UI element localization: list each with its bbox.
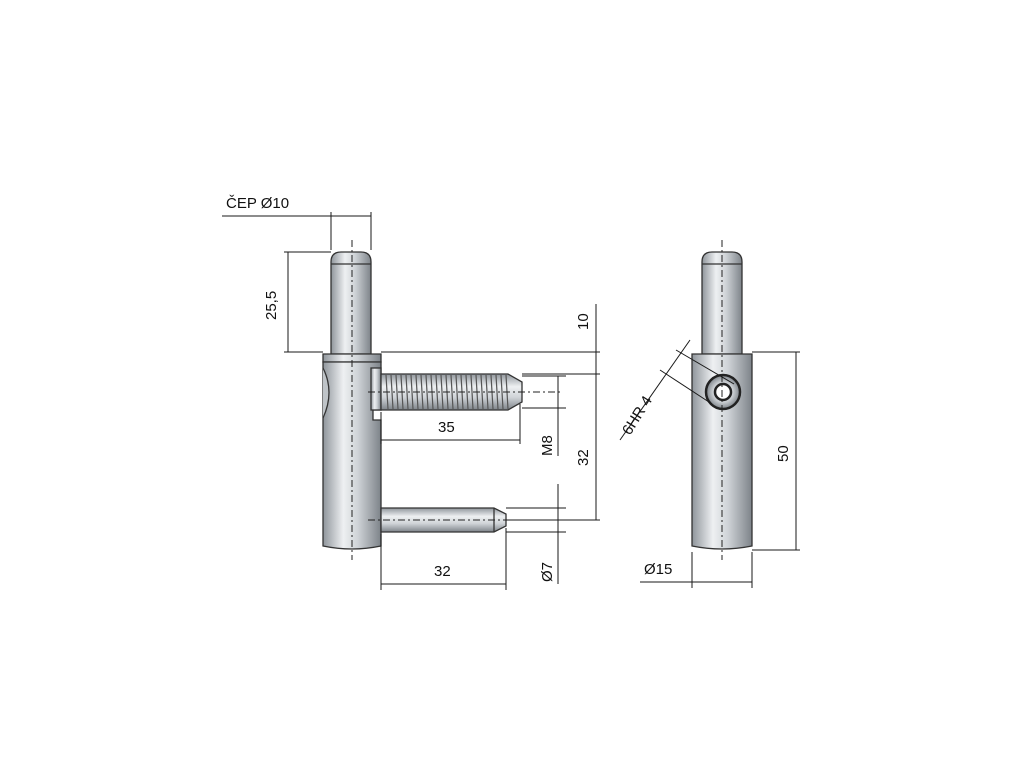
- hex-socket-label: 6HR 4: [619, 393, 656, 438]
- thread-line: [485, 374, 489, 410]
- thread-line: [465, 374, 469, 410]
- top-pin: [330, 251, 372, 355]
- body-notch: [322, 367, 330, 419]
- thread-line: [435, 374, 439, 410]
- thread-length-label: 35: [438, 419, 455, 436]
- thread-line: [420, 374, 424, 410]
- thread-line: [395, 374, 399, 410]
- thread-line: [450, 374, 454, 410]
- body-diameter-label: Ø15: [644, 561, 672, 578]
- thread-line: [440, 374, 444, 410]
- front-view: [322, 240, 560, 560]
- side-view: [691, 240, 753, 560]
- bolt-head: [370, 367, 382, 411]
- body-height-label: 50: [775, 445, 792, 462]
- thread-line: [470, 374, 474, 410]
- bolt-threads: [385, 374, 509, 410]
- thread-line: [425, 374, 429, 410]
- thread-size-label: M8: [539, 435, 556, 456]
- thread-line: [500, 374, 504, 410]
- thread-line: [455, 374, 459, 410]
- gap-height-label: 10: [575, 313, 592, 330]
- thread-line: [480, 374, 484, 410]
- thread-line: [405, 374, 409, 410]
- thread-line: [390, 374, 394, 410]
- thread-line: [410, 374, 414, 410]
- pin-diameter-label: ČEP Ø10: [226, 195, 289, 212]
- thread-line: [495, 374, 499, 410]
- pin-height-label: 25,5: [263, 291, 280, 320]
- pin-spacing-label: 32: [575, 449, 592, 466]
- lower-pin-length-label: 32: [434, 563, 451, 580]
- lower-pin-diameter-label: Ø7: [539, 562, 556, 582]
- hex-socket-inner: [713, 382, 733, 402]
